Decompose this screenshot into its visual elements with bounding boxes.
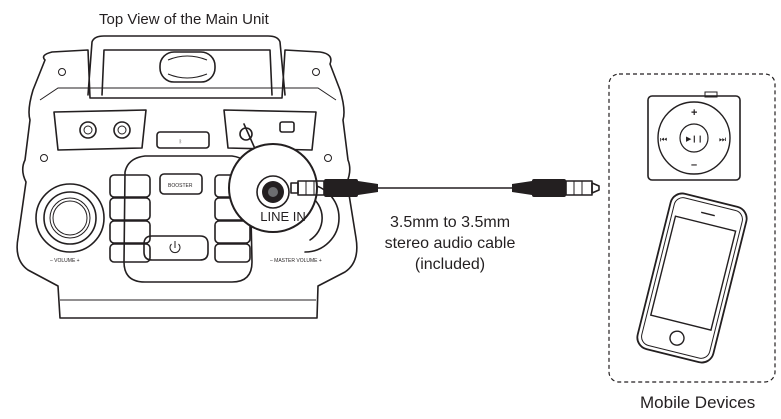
plug-right bbox=[532, 179, 566, 197]
next-key bbox=[109, 220, 151, 244]
prev-key bbox=[109, 197, 151, 221]
line-in-label: LINE IN bbox=[260, 209, 306, 224]
cable-label-line: stereo audio cable bbox=[384, 235, 516, 252]
plug-left bbox=[324, 179, 358, 197]
phone-screen bbox=[649, 215, 737, 331]
aux-panel bbox=[223, 109, 317, 151]
screw-icon bbox=[324, 154, 332, 162]
main-unit-title: Top View of the Main Unit bbox=[99, 11, 269, 28]
bluetooth-pair-button bbox=[156, 131, 210, 149]
control-panel bbox=[123, 155, 253, 283]
unit-handle bbox=[87, 35, 286, 96]
line-in-callout bbox=[228, 123, 318, 233]
screw-icon bbox=[40, 154, 48, 162]
previous-icon: ⏮ bbox=[660, 135, 667, 144]
home-button-icon bbox=[669, 330, 685, 346]
booster-button-label: BOOSTER bbox=[168, 183, 193, 189]
audio-cable bbox=[290, 179, 600, 197]
handle-grip bbox=[159, 51, 216, 83]
svg-text:ᛒ: ᛒ bbox=[179, 139, 182, 145]
next-icon: ⏭ bbox=[719, 135, 726, 144]
play-pause-key bbox=[109, 174, 151, 198]
screw-icon bbox=[58, 68, 66, 76]
mic-panel bbox=[53, 109, 147, 151]
main-unit: ᛒ BOOSTER – VOLUME + bbox=[16, 35, 358, 319]
play-pause-icon: ▶❙❙ bbox=[686, 135, 703, 143]
mobile-devices-box bbox=[608, 73, 776, 383]
minus-icon: – bbox=[691, 159, 697, 171]
screw-icon bbox=[312, 68, 320, 76]
power-icon bbox=[169, 241, 181, 253]
power-button bbox=[143, 235, 209, 261]
svg-text:– VOLUME +: – VOLUME + bbox=[50, 258, 80, 264]
cable-label-line: (included) bbox=[414, 256, 486, 273]
music-player: + – ⏮ ⏭ ▶❙❙ bbox=[647, 91, 741, 181]
phone bbox=[636, 192, 748, 364]
plus-icon: + bbox=[691, 107, 697, 119]
mobile-devices-label: Mobile Devices bbox=[640, 393, 756, 412]
left-volume-knob bbox=[35, 183, 105, 253]
cable-label: 3.5mm to 3.5mm stereo audio cable (inclu… bbox=[380, 212, 520, 275]
booster-button bbox=[159, 173, 203, 195]
unit-body bbox=[16, 49, 358, 319]
cable-label-line: 3.5mm to 3.5mm bbox=[389, 214, 511, 231]
mode-key bbox=[109, 243, 151, 263]
svg-text:– MASTER VOLUME +: – MASTER VOLUME + bbox=[270, 258, 322, 264]
